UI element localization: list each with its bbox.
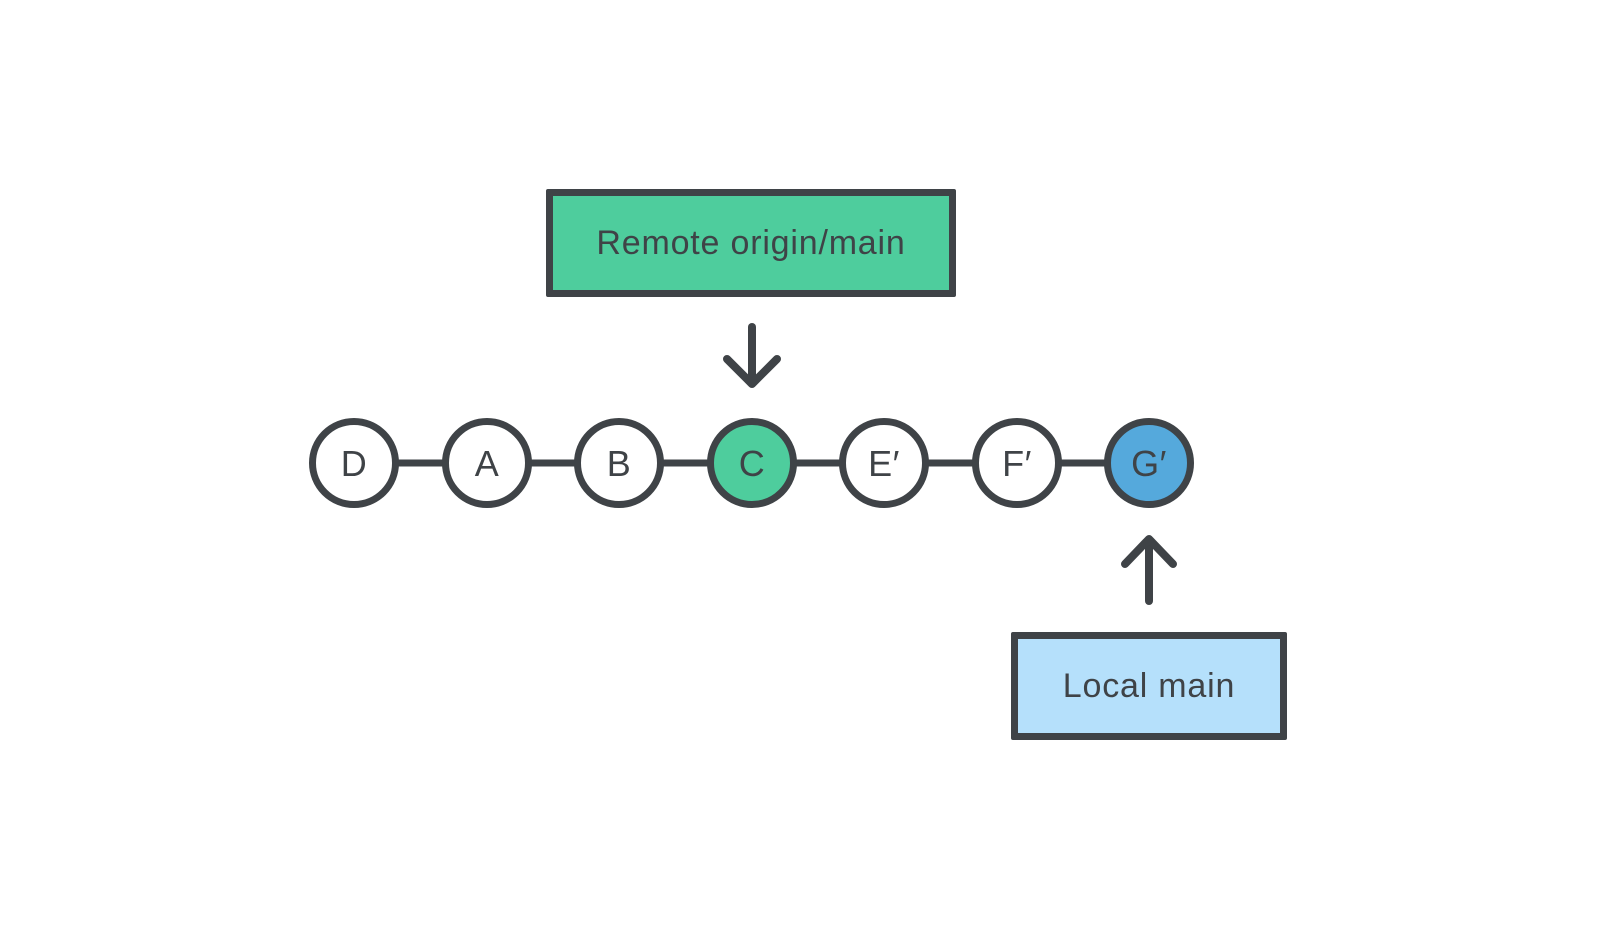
commit-node-label: E′ <box>868 443 900 484</box>
commit-node-label: G′ <box>1131 443 1167 484</box>
commit-node-c: C <box>707 418 797 508</box>
remote-branch-label-box: Remote origin/main <box>546 189 956 297</box>
commit-node-label: C <box>738 443 766 484</box>
remote-branch-label: Remote origin/main <box>596 223 906 262</box>
commit-node-a: A <box>442 418 532 508</box>
local-branch-label: Local main <box>1062 666 1236 705</box>
commit-node-label: A <box>474 443 500 484</box>
up-arrow-icon <box>1121 535 1177 605</box>
local-branch-label-box: Local main <box>1011 632 1287 740</box>
commit-node-label: B <box>606 443 632 484</box>
commit-node-g-prime: G′ <box>1104 418 1194 508</box>
commit-node-d: D <box>309 418 399 508</box>
commit-node-label: F′ <box>1002 443 1032 484</box>
commit-node-e-prime: E′ <box>839 418 929 508</box>
commit-node-label: D <box>340 443 368 484</box>
commit-node-f-prime: F′ <box>972 418 1062 508</box>
down-arrow-icon <box>723 323 781 388</box>
commit-node-b: B <box>574 418 664 508</box>
